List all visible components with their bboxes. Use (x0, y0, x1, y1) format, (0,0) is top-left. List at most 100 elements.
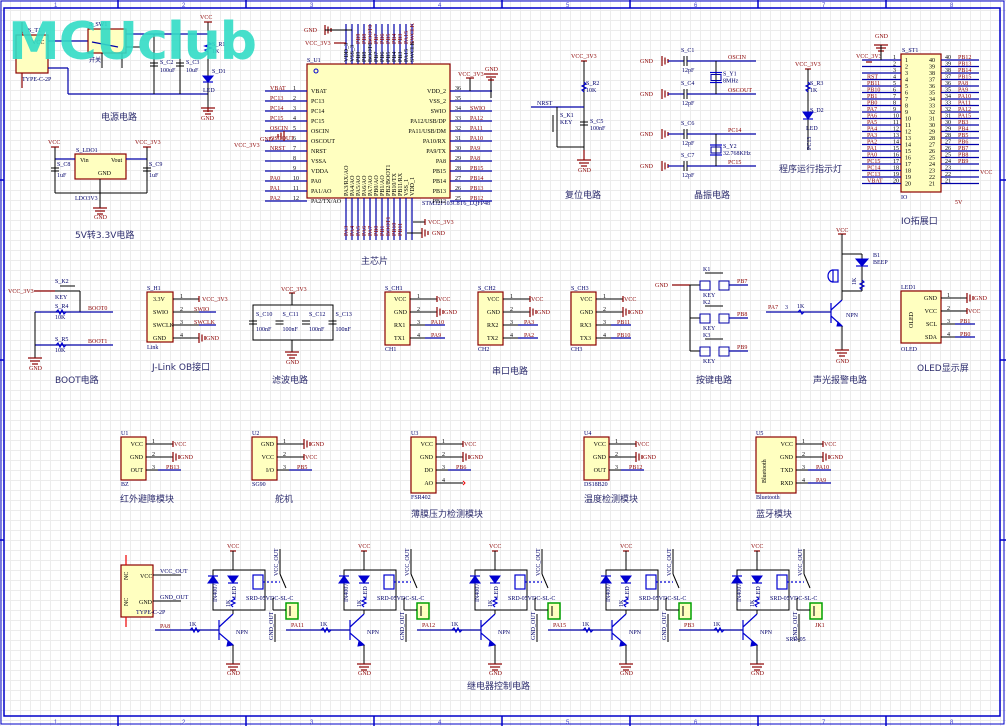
module-part: SG90 (252, 482, 266, 488)
pin-number: 5 (293, 126, 296, 132)
pin-number: 19 (893, 172, 899, 178)
filter-circuit: VCC_3V3 GND 滤波电路 S_C10100nFS_C11100nFS_C… (249, 287, 352, 386)
net-label: PB3 (958, 120, 968, 126)
c9-ref: S_C9 (149, 162, 162, 168)
led-label: LED (363, 586, 369, 598)
mcu-right-vcc3: VCC_3V3 (458, 72, 484, 78)
pin-name: OSCIN (311, 129, 330, 135)
pin-number-inner: 12 (905, 130, 911, 136)
rled-label: 1K (488, 599, 494, 607)
pin-number: 28 (455, 166, 461, 172)
pin-number-inner: 16 (905, 156, 911, 162)
pin-number: 1 (510, 294, 513, 300)
pin-name: TX3 (580, 336, 591, 342)
switch-ref: S_SW1 (89, 22, 107, 28)
oled-body (900, 290, 942, 344)
vcc-label: VCC (358, 544, 370, 550)
pin-number-inner: 35 (929, 91, 935, 97)
module-ref: U2 (252, 431, 259, 437)
pin-name: PA6/AO (362, 175, 368, 196)
pin-name: GND (420, 455, 434, 461)
pin-number-inner: 38 (929, 71, 935, 77)
pin-number: 2 (510, 307, 513, 313)
cap-val: 100nF (256, 327, 272, 333)
net-label: PA1 (270, 186, 280, 192)
module-part: Bluetooth (756, 495, 780, 501)
switch-body (87, 28, 127, 54)
net-label: PA10 (958, 94, 971, 100)
net-label: PB8 (362, 34, 368, 44)
net-label: PB6 (958, 140, 968, 146)
pin-number: 3 (893, 68, 896, 74)
pin-number: 17 (893, 159, 899, 165)
pin-number: 26 (455, 186, 461, 192)
net-label: VCC_3V3 (202, 297, 228, 303)
gnd-label: GND (640, 132, 654, 138)
r3-val: 1K (810, 88, 818, 94)
alarm-circuit: VCC B1 BEEP 1K NPN PA7 3 1K GND 声光报警电路 (766, 228, 888, 386)
section-title-ir: 红外避障模块 (120, 493, 174, 505)
net-label: PB0 (374, 226, 380, 236)
pin-number: 2 (893, 62, 896, 68)
npn-label: NPN (236, 630, 249, 636)
pin-number: 9 (893, 107, 896, 113)
pin-number-inner: 2 (905, 65, 908, 71)
pin-name: RX1 (394, 323, 405, 329)
ldo-part: LDO3V3 (75, 196, 98, 202)
pin-number: 39 (945, 62, 951, 68)
pin-name: SWCLK (153, 323, 175, 329)
pin-name: DO (424, 468, 433, 474)
pin-number: 12 (893, 127, 899, 133)
net-label: SWCLK (410, 22, 416, 44)
r5-ref: S_R5 (55, 337, 68, 343)
alarm-vcc: VCC (836, 228, 848, 234)
pin-name: SDA (925, 335, 938, 341)
pin-number: 18 (893, 166, 899, 172)
net-label: PB3 (398, 34, 404, 44)
net-label: PA9 (816, 478, 826, 484)
net-label: VCC (624, 297, 636, 303)
typec2-nc1: NC (124, 572, 130, 580)
net-label: OSCIN (728, 55, 747, 61)
pin-number: 5 (893, 81, 896, 87)
switch-label: 开关 (89, 56, 101, 64)
reset-vcc3: VCC_3V3 (571, 54, 597, 60)
pin-number: 21 (945, 179, 951, 185)
pin-name: PC15 (311, 119, 324, 125)
pin-number: 3 (283, 465, 286, 471)
boot-vcc3: VCC_3V3 (8, 289, 34, 295)
reset-circuit: VCC_3V3 S_R2 10K NRST S_K1 KEY S_C5 100n… (531, 54, 606, 201)
pin-name: VCC (580, 297, 592, 303)
uart-ref: S_CH1 (385, 286, 403, 292)
pin-number: 24 (945, 159, 951, 165)
pin-number: 12 (293, 196, 299, 202)
ldo-gnd-label: GND (94, 215, 108, 221)
typec2-nc2: NC (124, 598, 130, 606)
module-ref: U3 (411, 431, 418, 437)
pin-name: PB12 (433, 199, 446, 205)
vcc-out-label: VCC_OUT (667, 548, 673, 576)
pin-name: PB0/AO (374, 175, 380, 196)
module-part: BZ (121, 482, 129, 488)
